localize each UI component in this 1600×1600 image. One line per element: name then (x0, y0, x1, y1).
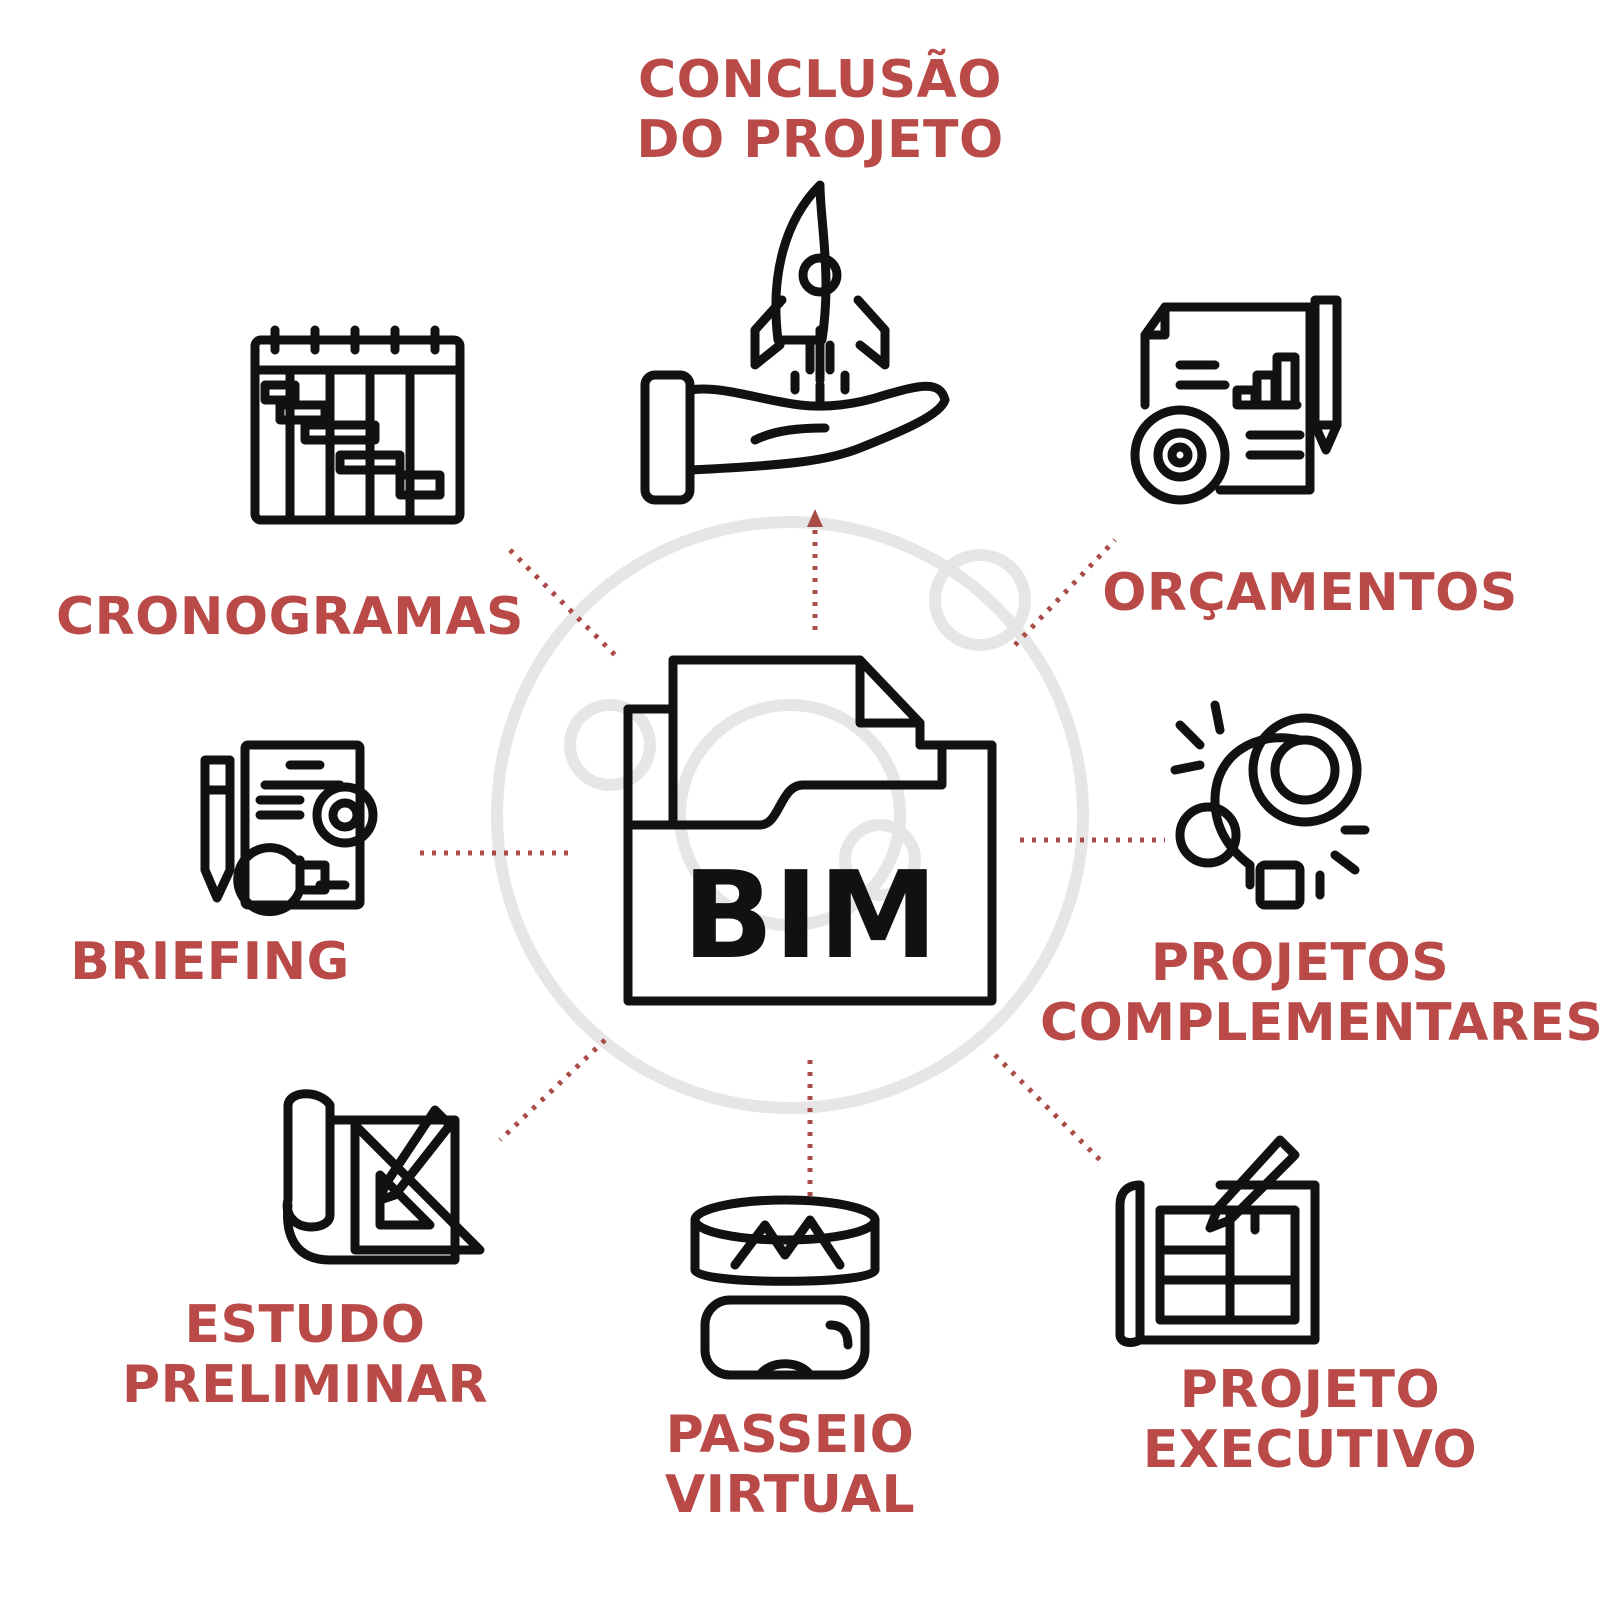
label-line: ESTUDO (184, 1295, 426, 1355)
inner-ring (674, 699, 906, 931)
ring-node-right (929, 549, 1031, 651)
gantt-calendar-icon (250, 325, 465, 525)
label-conclusao-do-projeto: CONCLUSÃO DO PROJETO (590, 50, 1050, 170)
label-cronogramas: CRONOGRAMAS (20, 587, 560, 647)
blueprint-pencil-icon (1115, 1135, 1320, 1347)
label-line: VIRTUAL (664, 1465, 916, 1525)
label-orcamentos: ORÇAMENTOS (1100, 563, 1520, 623)
label-projeto-executivo: PROJETO EXECUTIVO (1100, 1360, 1520, 1480)
arrowhead-top (807, 509, 823, 527)
budget-document-gear-icon (1130, 295, 1342, 505)
rocket-on-hand-icon (640, 180, 950, 505)
ring-node-center (839, 819, 921, 901)
label-line: PRELIMINAR (121, 1355, 489, 1415)
drafting-triangle-icon (282, 1089, 485, 1265)
connector-bottom-right (993, 1053, 1102, 1162)
ring-node-left (564, 699, 656, 791)
label-line: DO PROJETO (636, 110, 1004, 170)
connector-top-left (508, 548, 617, 657)
label-line: EXECUTIVO (1142, 1420, 1478, 1480)
document-pencil-icon (200, 740, 378, 917)
connector-bottom-left (498, 1038, 607, 1142)
lightbulb-gears-icon (1170, 700, 1370, 910)
label-estudo-preliminar: ESTUDO PRELIMINAR (115, 1295, 495, 1415)
connector-top-right (1013, 538, 1117, 647)
label-line: CONCLUSÃO (638, 50, 1002, 110)
label-line: ORÇAMENTOS (1102, 563, 1518, 623)
vr-headset-icon (690, 1195, 880, 1380)
background-ring (491, 516, 1089, 1114)
bim-folder-icon: BIM (623, 655, 997, 1006)
center-bim-text: BIM (682, 847, 938, 986)
label-projetos-complementares: PROJETOS COMPLEMENTARES (1040, 933, 1600, 1053)
label-line: CRONOGRAMAS (55, 587, 525, 647)
label-line: PROJETOS (1150, 933, 1450, 993)
label-line: PROJETO (1179, 1360, 1441, 1420)
label-line: COMPLEMENTARES (1040, 993, 1600, 1053)
label-line: PASSEIO (665, 1405, 915, 1465)
label-briefing: BRIEFING (60, 932, 360, 992)
label-line: BRIEFING (70, 932, 350, 992)
label-passeio-virtual: PASSEIO VIRTUAL (600, 1405, 980, 1525)
